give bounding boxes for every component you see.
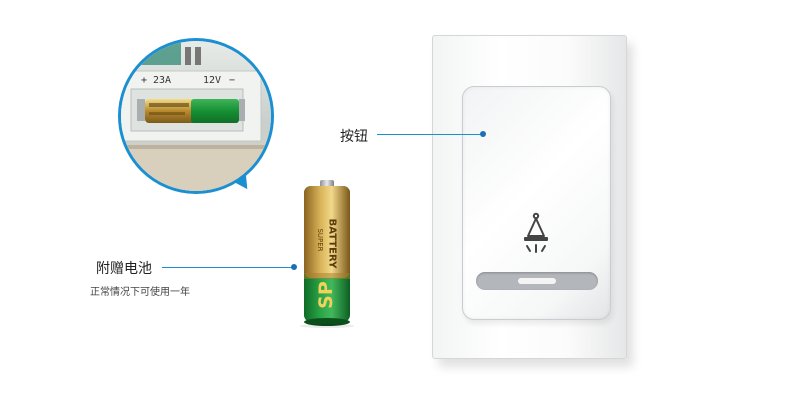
battery-compartment-illustration xyxy=(121,41,271,191)
plus-sign-label: + xyxy=(141,75,148,86)
terminal-right-label: 12V xyxy=(203,75,222,86)
button-callout-title: 按钮 xyxy=(340,129,368,145)
battery-line1: SUPER xyxy=(316,228,324,252)
battery-zoom-bubble: + 23A 12V − xyxy=(118,38,274,194)
battery-illustration xyxy=(299,180,355,328)
battery-callout-subtitle: 正常情况下可使用一年 xyxy=(90,287,190,298)
battery-callout-title: 附赠电池 xyxy=(96,261,152,277)
bell-icon xyxy=(517,212,555,256)
terminal-left-label: 23A xyxy=(153,75,172,86)
indicator-light xyxy=(518,278,556,284)
battery: SP SUPER BATTERY xyxy=(299,178,355,328)
battery-line2: BATTERY xyxy=(326,218,338,269)
battery-leader-line xyxy=(162,267,294,268)
button-callout-dot xyxy=(480,131,486,137)
battery-brand: SP xyxy=(315,281,337,309)
minus-sign-label: − xyxy=(229,75,236,86)
battery-callout-dot xyxy=(291,264,297,270)
button-leader-line xyxy=(377,134,481,135)
